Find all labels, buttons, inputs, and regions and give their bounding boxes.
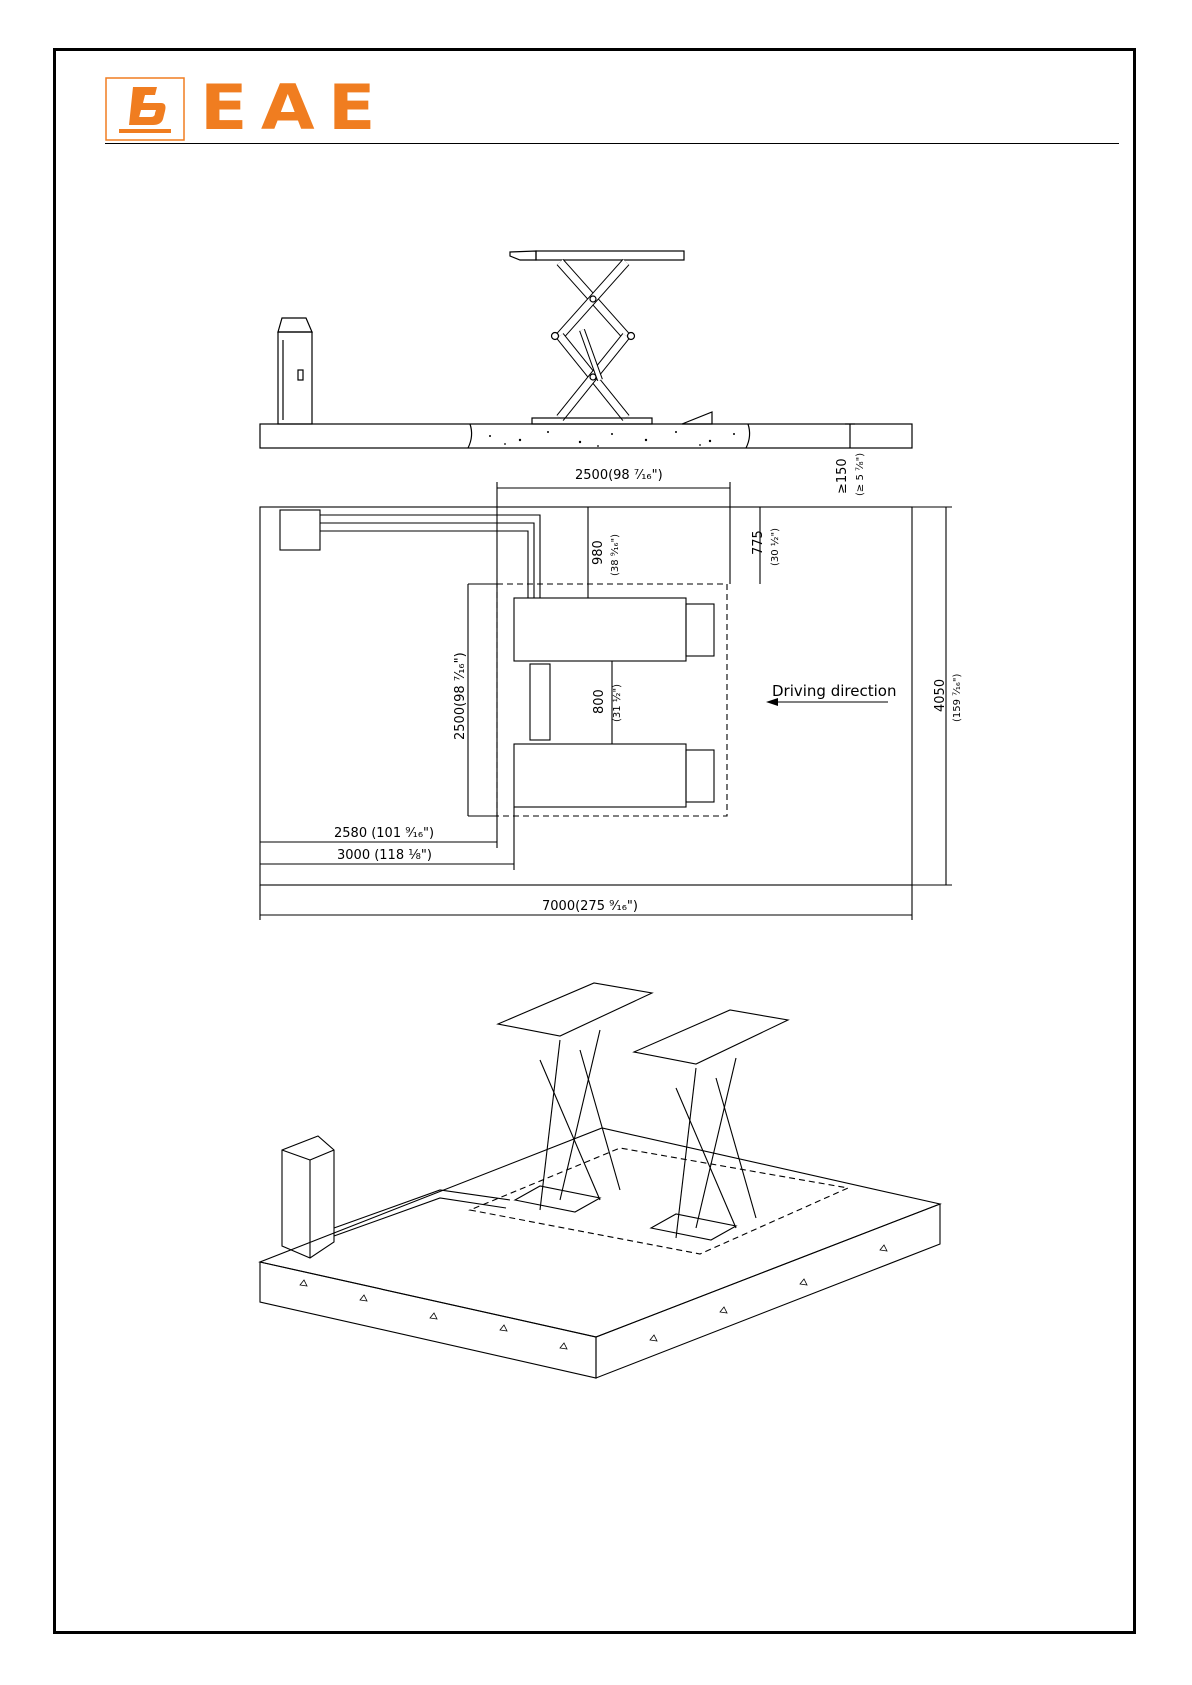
platform-iso-1 bbox=[498, 983, 652, 1036]
dim-depth-775: 775 bbox=[751, 530, 766, 555]
dim-offset-3000: 3000 (118 ⅛") bbox=[337, 848, 432, 863]
dim-depth-980: 980 bbox=[591, 540, 606, 565]
dim-left-height: 2500(98 ⁷⁄₁₆") bbox=[453, 652, 468, 740]
dim-depth-980-in: (38 ⁹⁄₁₆") bbox=[610, 534, 621, 576]
dim-top-width: 2500(98 ⁷⁄₁₆") bbox=[575, 468, 663, 483]
dim-depth-775-in: (30 ½") bbox=[769, 528, 781, 566]
dim-gap-800: 800 bbox=[592, 689, 607, 714]
dim-offset-2580: 2580 (101 ⁹⁄₁₆") bbox=[334, 826, 434, 841]
dim-gap-800-in: (31 ½") bbox=[611, 684, 623, 722]
driving-direction-label: Driving direction bbox=[772, 682, 896, 700]
dim-total-7000: 7000(275 ⁹⁄₁₆") bbox=[542, 899, 638, 914]
platform-iso-2 bbox=[634, 1010, 788, 1064]
plan-view: 2500(98 ⁷⁄₁₆") 980 (38 ⁹⁄₁₆") 775 (30 ½"… bbox=[0, 0, 1192, 940]
dim-height-4050-in: (159 ⁷⁄₁₆") bbox=[952, 674, 963, 722]
platform-2 bbox=[514, 744, 686, 807]
isometric-view bbox=[0, 960, 1192, 1380]
control-cabinet-plan bbox=[280, 510, 320, 550]
dim-height-4050: 4050 bbox=[933, 679, 948, 712]
platform-1 bbox=[514, 598, 686, 661]
floor-slab-top bbox=[260, 1128, 940, 1337]
control-cabinet-iso bbox=[282, 1136, 334, 1258]
